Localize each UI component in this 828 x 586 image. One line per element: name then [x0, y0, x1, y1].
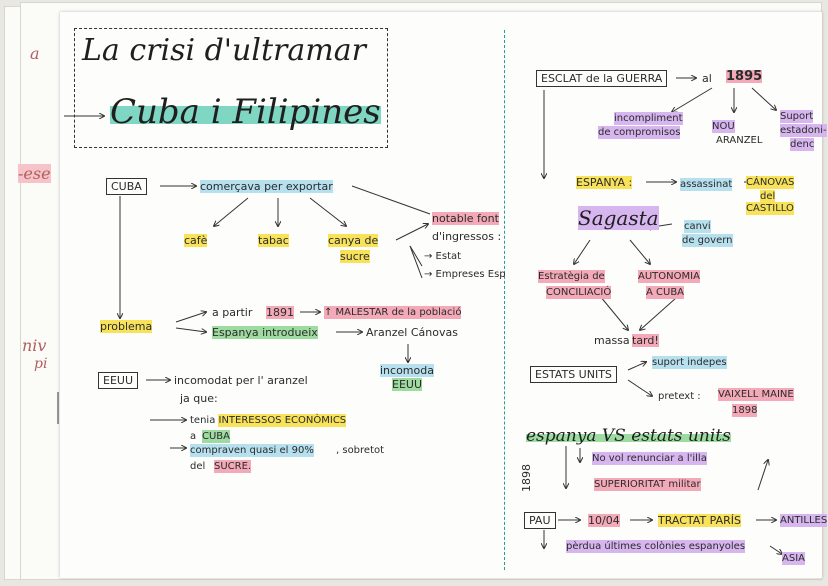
malestar-text: ↑ MALESTAR de la població — [324, 306, 462, 319]
notable-font-text: notable font — [432, 212, 499, 225]
back-text-niu: niv — [22, 336, 47, 355]
vaixell-maine-text: VAIXELL MAINE — [718, 388, 794, 401]
sobretot-text: , sobretot — [336, 445, 385, 456]
compromisos-text: de compromisos — [598, 126, 681, 139]
perdua-text: pèrdua últimes colònies espanyoles — [566, 540, 746, 553]
column-divider — [504, 30, 505, 570]
del-text: del — [190, 461, 206, 472]
tractat-paris-text: TRACTAT PARÍS — [658, 514, 742, 527]
year-1895: 1895 — [726, 69, 763, 84]
estats-units-box: ESTATS UNITS — [530, 366, 617, 383]
superioritat-text: SUPERIORITAT militar — [594, 478, 701, 491]
back-text-ese: -ese — [18, 164, 51, 183]
al-text: al — [702, 72, 712, 85]
incompliment-text: incompliment — [614, 112, 683, 125]
page-title: La crisi d'ultramar — [82, 33, 366, 68]
tenia-text: tenia INTERESSOS ECONÒMICS — [190, 414, 347, 427]
tard-text: tard! — [632, 334, 659, 347]
cafe-text: cafè — [184, 234, 208, 247]
date-10-04: 10/04 — [588, 514, 620, 527]
a-cuba-text: A CUBA — [646, 286, 685, 299]
espanya-introdueix-text: Espanya introdueix — [212, 326, 318, 339]
a-partir-text: a partir — [212, 306, 253, 319]
incomoda-text: incomoda — [380, 364, 434, 377]
nou-text: NOU — [712, 120, 735, 133]
estat-text: → Estat — [424, 251, 462, 262]
estadoni-text: estadoni- — [780, 124, 827, 137]
eeuu-box: EEUU — [98, 372, 139, 389]
canvi-text: canvi — [684, 220, 711, 233]
pau-box: PAU — [524, 512, 556, 529]
canovas-del-text: del — [760, 190, 776, 203]
empreses-text: → Empreses Esp — [424, 269, 506, 280]
title-box — [74, 28, 388, 148]
no-vol-renunciar-text: No vol renunciar a l'illa — [592, 452, 707, 465]
compraven-text: compraven quasi el 90% — [190, 444, 314, 457]
castillo-text: CASTILLO — [746, 202, 794, 215]
antilles-text: ANTILLES — [780, 514, 828, 527]
conciliacio-text: CONCILIACIÓ — [546, 286, 612, 299]
ja-que-text: ja que: — [180, 392, 218, 405]
cuba-box: CUBA — [106, 178, 147, 195]
back-text-pi: pi — [34, 356, 48, 372]
sagasta-text: Sagasta — [578, 206, 659, 230]
denc-text: denc — [790, 138, 815, 151]
estrategia-text: Estratègia de — [538, 270, 605, 283]
aranzel-text: ARANZEL — [716, 135, 763, 146]
aranzel-canovas-text: Aranzel Cánovas — [366, 326, 458, 339]
cuba-inline-text: CUBA — [202, 430, 231, 443]
year-1891: 1891 — [266, 306, 294, 319]
esclat-box: ESCLAT de la GUERRA — [536, 70, 668, 87]
tabac-text: tabac — [258, 234, 289, 247]
sucre-text: sucre — [340, 250, 370, 263]
incomodat-text: incomodat per l' aranzel — [174, 374, 308, 387]
massa-text: massa — [594, 334, 630, 347]
back-text-a: a — [30, 44, 40, 63]
espanya-text: ESPANYA : — [576, 176, 633, 189]
assassinat-text: assassinat — [680, 178, 733, 191]
ingressos-text: d'ingressos : — [432, 230, 502, 243]
canovas-text: CÁNOVAS — [746, 176, 795, 189]
year-1898-vertical: 1898 — [520, 464, 533, 492]
sucre-inline-text: SUCRE. — [214, 460, 252, 473]
pretext-text: pretext : — [658, 391, 701, 402]
asia-text: ASIA — [782, 552, 805, 565]
autonomia-text: AUTONOMIA — [638, 270, 700, 283]
year-1898-a: 1898 — [732, 404, 758, 417]
suport-indepes-text: suport indepes — [652, 356, 727, 369]
problema-text: problema — [100, 320, 153, 333]
de-govern-text: de govern — [682, 234, 733, 247]
espanya-vs-eeuu-text: espanya VS estats units — [526, 426, 731, 446]
page-subtitle: Cuba i Filipines — [110, 92, 381, 132]
a-text: a — [190, 431, 197, 442]
comercava-text: comerçava per exportar — [200, 180, 333, 193]
eeuu-small-text: EEUU — [392, 378, 423, 391]
canya-text: canya de — [328, 234, 379, 247]
suport-text: Suport — [780, 110, 814, 123]
